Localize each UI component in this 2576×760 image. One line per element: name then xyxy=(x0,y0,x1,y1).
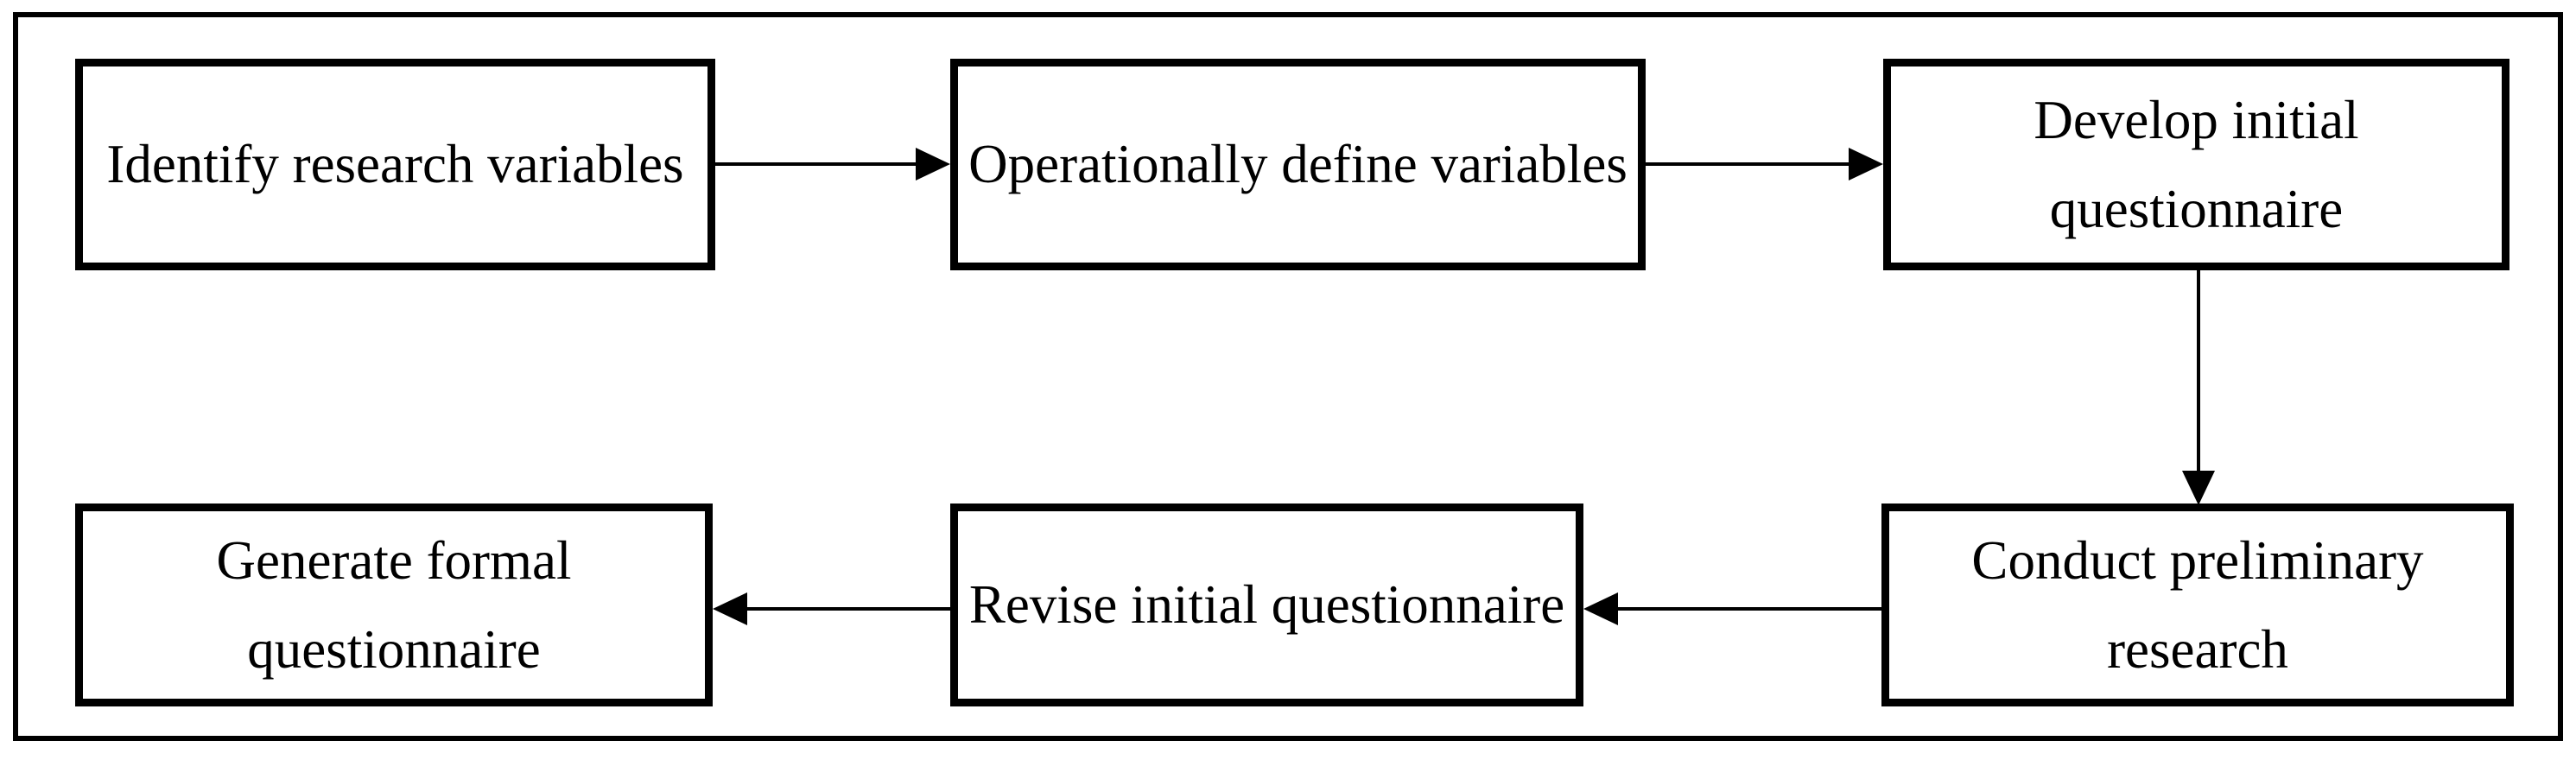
arrow-line-conduct-to-revise xyxy=(1618,607,1881,611)
arrow-line-revise-to-generate xyxy=(747,607,950,611)
arrow-line-develop-to-conduct xyxy=(2197,270,2200,471)
arrowhead-right-icon xyxy=(1849,148,1883,180)
flow-box-label: Revise initial questionnaire xyxy=(968,574,1565,636)
arrowhead-right-icon xyxy=(916,148,950,180)
arrowhead-left-icon xyxy=(713,592,747,625)
flow-box-conduct-preliminary-research: Conduct preliminary research xyxy=(1881,504,2514,706)
arrow-line-define-to-develop xyxy=(1646,162,1850,166)
flow-box-identify-research-variables: Identify research variables xyxy=(75,59,715,270)
flow-box-label: Generate formal questionnaire xyxy=(216,530,572,680)
flow-box-generate-formal-questionnaire: Generate formal questionnaire xyxy=(75,504,713,706)
flow-box-label: Develop initial questionnaire xyxy=(2034,90,2359,239)
flow-box-label: Identify research variables xyxy=(106,134,684,195)
flow-box-develop-initial-questionnaire: Develop initial questionnaire xyxy=(1883,59,2509,270)
flow-box-revise-initial-questionnaire: Revise initial questionnaire xyxy=(950,504,1583,706)
flow-box-label: Conduct preliminary research xyxy=(1971,530,2424,680)
arrow-line-identify-to-define xyxy=(715,162,919,166)
flow-box-label: Operationally define variables xyxy=(968,134,1627,195)
arrowhead-down-icon xyxy=(2182,471,2215,505)
flow-box-operationally-define-variables: Operationally define variables xyxy=(950,59,1646,270)
arrowhead-left-icon xyxy=(1583,592,1618,625)
